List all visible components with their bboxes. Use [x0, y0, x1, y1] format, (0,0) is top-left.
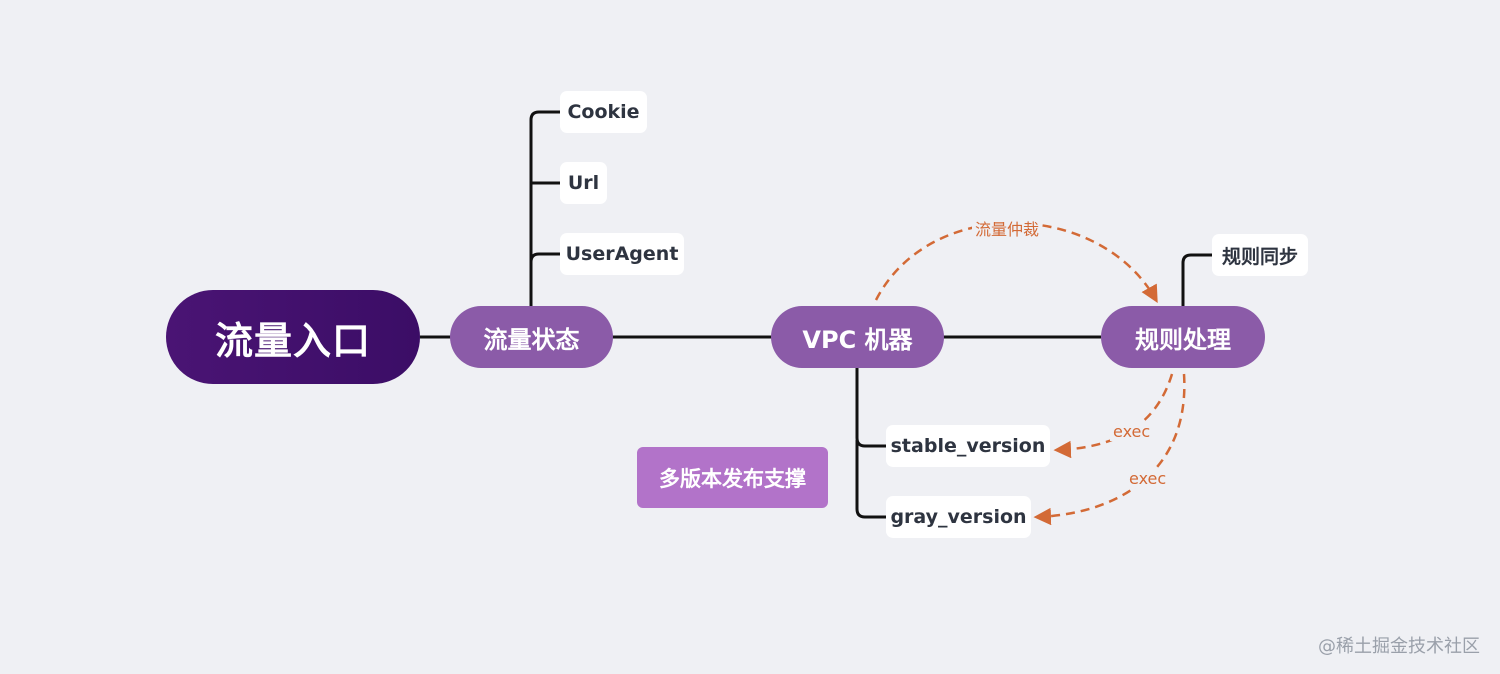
state-connector-cookie — [529, 110, 560, 306]
root-topic[interactable]: 流量入口 — [166, 290, 420, 384]
topic-vpc-machine[interactable]: VPC 机器 — [771, 306, 944, 368]
subtopic-stable-version[interactable]: stable_version — [886, 425, 1050, 467]
subtopic-cookie[interactable]: Cookie — [560, 91, 647, 133]
vpc-connector-gray — [855, 440, 886, 519]
watermark: @稀土掘金技术社区 — [1318, 636, 1480, 657]
topic-rule-processing[interactable]: 规则处理 — [1101, 306, 1265, 368]
state-connector-ua — [529, 252, 560, 263]
subtopic-url[interactable]: Url — [560, 162, 607, 204]
relation-label-exec-gray: exec — [1126, 469, 1170, 488]
topic-traffic-state[interactable]: 流量状态 — [450, 306, 613, 368]
rule-connector-sync — [1181, 253, 1212, 306]
vpc-connector-stable — [855, 368, 886, 448]
subtopic-useragent[interactable]: UserAgent — [560, 233, 684, 275]
subtopic-gray-version[interactable]: gray_version — [886, 496, 1031, 538]
relation-exec-gray-arrow — [1033, 373, 1186, 526]
relation-label-arbitration: 流量仲裁 — [972, 216, 1043, 240]
floating-topic[interactable]: 多版本发布支撑 — [637, 447, 828, 508]
relation-exec-stable-arrow — [1053, 373, 1174, 459]
relation-label-exec-stable: exec — [1110, 422, 1154, 441]
subtopic-rule-sync[interactable]: 规则同步 — [1212, 234, 1308, 276]
